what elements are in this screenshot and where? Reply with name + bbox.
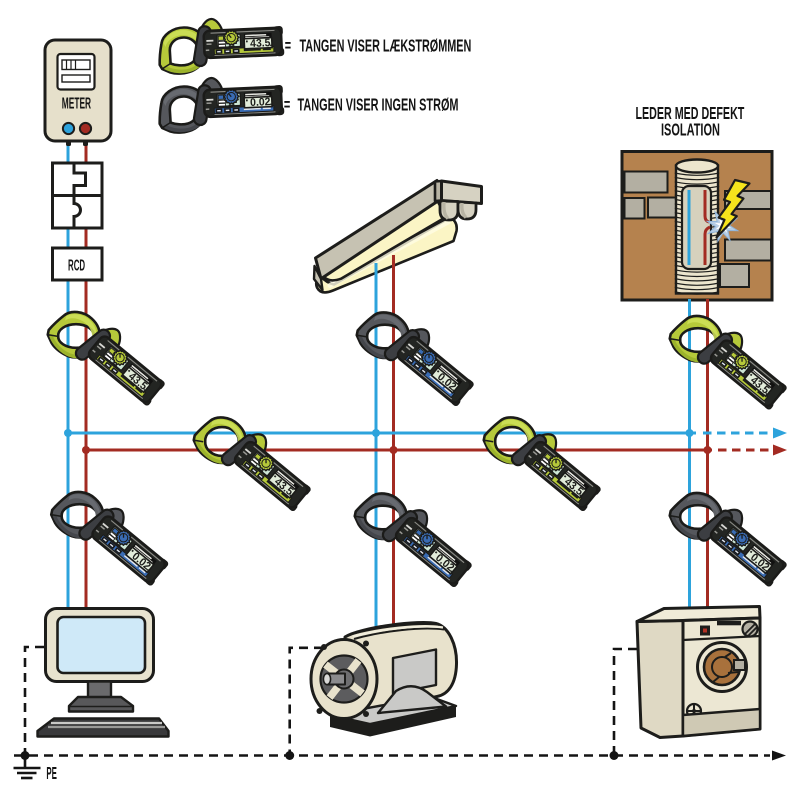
svg-text:LEDER MED DEFEKT: LEDER MED DEFEKT: [635, 105, 744, 124]
svg-text:ISOLATION: ISOLATION: [661, 121, 720, 140]
svg-text:=: =: [284, 96, 290, 115]
svg-text:TANGEN VISER LÆKSTRØMMEN: TANGEN VISER LÆKSTRØMMEN: [300, 37, 472, 56]
svg-text:PE: PE: [46, 764, 57, 783]
svg-text:TANGEN VISER INGEN STRØM: TANGEN VISER INGEN STRØM: [297, 96, 458, 115]
svg-text:RCD: RCD: [68, 256, 85, 274]
svg-text:=: =: [285, 37, 291, 56]
svg-text:METER: METER: [62, 93, 91, 112]
